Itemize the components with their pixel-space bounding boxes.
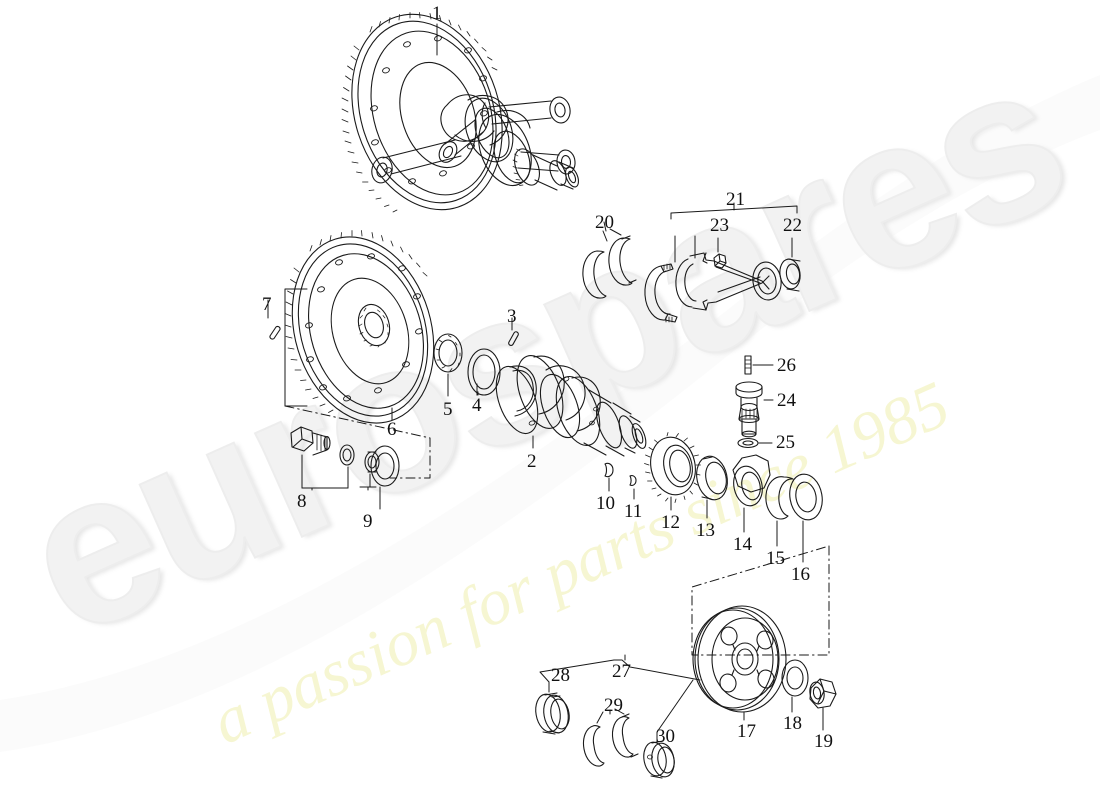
- assembly-item-1: [341, 12, 579, 213]
- part-sealing-ring-25: [737, 437, 773, 449]
- callout-6: 6: [387, 419, 397, 440]
- part-thrust-washer-4: [467, 348, 501, 396]
- part-lock-washer-9: [370, 445, 400, 510]
- part-relief-valve-24: [735, 381, 774, 438]
- part-crankshaft-2: [495, 355, 647, 457]
- part-key-3: [508, 317, 519, 346]
- callout-28: 28: [551, 665, 570, 686]
- part-main-bearing-30: [643, 679, 694, 779]
- callout-10: 10: [596, 493, 615, 514]
- callout-17: 17: [737, 721, 756, 742]
- callout-7: 7: [262, 294, 272, 315]
- callout-23: 23: [710, 215, 729, 236]
- part-bearing-shells-29: [582, 708, 639, 767]
- part-spacer-13: [696, 455, 728, 519]
- part-main-bearing-28: [535, 659, 615, 735]
- callout-12: 12: [661, 512, 680, 533]
- part-flywheel-bolt-8: [290, 426, 380, 491]
- part-snap-ring-15: [765, 476, 794, 547]
- part-rod-bearing-shells-20: [582, 221, 637, 299]
- callout-1: 1: [432, 3, 442, 24]
- part-roll-pin-26: [744, 355, 774, 375]
- callout-3: 3: [507, 306, 517, 327]
- callout-13: 13: [696, 520, 715, 541]
- callout-9: 9: [363, 511, 373, 532]
- callout-20: 20: [595, 212, 614, 233]
- callout-26: 26: [777, 355, 796, 376]
- part-key-10: [604, 462, 614, 492]
- bracket-16-to-17: [691, 545, 830, 656]
- part-pulley-bolt-19: [809, 678, 837, 731]
- watermark-swoosh: [0, 75, 1100, 752]
- bracket-27: [613, 654, 701, 681]
- callout-4: 4: [472, 395, 482, 416]
- part-timing-gear-12: [644, 432, 701, 511]
- callout-22: 22: [783, 215, 802, 236]
- callout-18: 18: [783, 713, 802, 734]
- bracket-flywheel-group: [284, 405, 431, 479]
- callout-27: 27: [612, 661, 631, 682]
- callout-11: 11: [624, 501, 643, 522]
- callout-29: 29: [604, 695, 623, 716]
- part-key-11: [629, 475, 637, 500]
- callout-25: 25: [776, 432, 795, 453]
- part-flywheel-6: [284, 230, 435, 424]
- callout-24: 24: [777, 390, 796, 411]
- callout-30: 30: [656, 726, 675, 747]
- callout-21: 21: [726, 189, 745, 210]
- part-rod-bolt-23: [713, 237, 727, 269]
- part-pulley-17: [692, 605, 787, 721]
- callout-15: 15: [766, 548, 785, 569]
- callout-16: 16: [791, 564, 810, 585]
- part-slinger-nut-14: [732, 454, 771, 533]
- part-washer-16: [789, 473, 823, 563]
- callout-14: 14: [733, 534, 752, 555]
- callout-2: 2: [527, 451, 537, 472]
- part-pilot-bearing-5: [433, 333, 463, 397]
- callout-8: 8: [297, 491, 307, 512]
- callout-5: 5: [443, 399, 453, 420]
- part-dowel-pin-7: [267, 288, 308, 407]
- part-pin-bushing-22: [779, 237, 801, 292]
- callout-19: 19: [814, 731, 833, 752]
- part-pulley-washer-18: [781, 659, 809, 713]
